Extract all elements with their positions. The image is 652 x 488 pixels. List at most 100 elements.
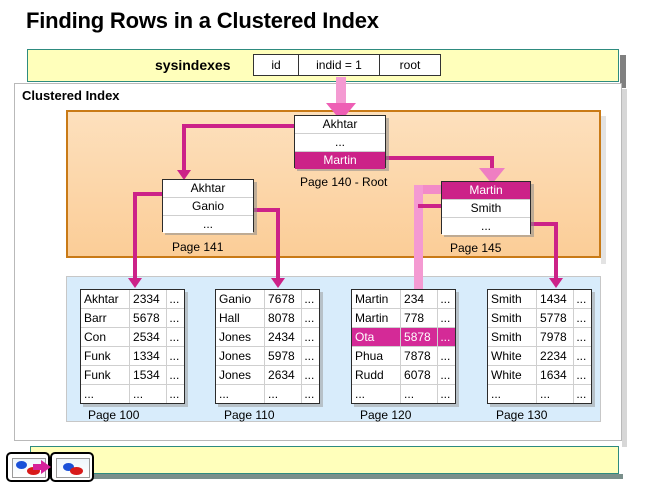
index-node-145-row[interactable]: ... (442, 218, 530, 235)
leaf-cell-value: 1334 (130, 347, 168, 365)
leaf-cell-name: Funk (81, 347, 131, 365)
leaf-cell-more: ... (169, 311, 180, 325)
leaf-cell-more: ... (576, 368, 587, 382)
index-node-141-row[interactable]: Akhtar (163, 180, 253, 198)
leaf-cell-more: ... (576, 387, 587, 401)
index-node-145-row[interactable]: Smith (442, 200, 530, 218)
leaf-cell-name: Smith (488, 309, 538, 327)
leaf-cell-more: ... (304, 349, 315, 363)
slide-thumbnail-icon (56, 458, 90, 478)
bottom-band-shadow (34, 474, 623, 479)
leaf-cell-name: Akhtar (81, 290, 131, 308)
index-node-141-row[interactable]: ... (163, 216, 253, 233)
leaf-cell-value: 1634 (537, 366, 575, 384)
leaf-cell-more: ... (440, 368, 451, 382)
leaf-cell-more: ... (576, 292, 587, 306)
next-slide-button[interactable] (50, 452, 94, 482)
leaf-cell-value: 6078 (401, 366, 439, 384)
leaf-cell-name: Phua (352, 347, 402, 365)
index-node-root-row[interactable]: Akhtar (295, 116, 385, 134)
leaf-cell-name: Ganio (216, 290, 266, 308)
leaf-cell-value: 2634 (265, 366, 303, 384)
index-node-145[interactable]: Martin Smith ... (441, 181, 531, 235)
leaf-cell-name: White (488, 366, 538, 384)
conn-145-smith-horizontal (418, 204, 444, 208)
index-node-root-row-highlighted[interactable]: Martin (295, 152, 385, 169)
index-node-145-row-highlighted[interactable]: Martin (442, 182, 530, 200)
leaf-cell-name: ... (216, 385, 266, 403)
leaf-cell-more: ... (440, 330, 451, 344)
leaf-cell-value: 8078 (265, 309, 303, 327)
leaf-cell-more: ... (169, 387, 180, 401)
index-node-141[interactable]: Akhtar Ganio ... (162, 179, 254, 233)
sysindexes-cell-id: id (253, 54, 299, 76)
index-node-root[interactable]: Akhtar ... Martin (294, 115, 386, 169)
table-row[interactable]: ......... (81, 385, 184, 403)
leaf-cell-value: ... (401, 385, 439, 403)
previous-slide-button[interactable] (6, 452, 50, 482)
leaf-cell-value: 7878 (401, 347, 439, 365)
leaf-cell-more: ... (440, 349, 451, 363)
leaf-cell-value: 1534 (130, 366, 168, 384)
conn-145-to-120-horizontal (414, 185, 442, 194)
conn-145-to-130-vertical (554, 222, 558, 281)
leaf-cell-value: ... (265, 385, 303, 403)
leaf-cell-name: White (488, 347, 538, 365)
leaf-cell-more: ... (440, 292, 451, 306)
leaf-cell-more: ... (440, 311, 451, 325)
leaf-cell-value: 778 (401, 309, 439, 327)
conn-145-to-130-horizontal (529, 222, 558, 226)
leaf-cell-value: 2434 (265, 328, 303, 346)
conn-root-to-141-vertical (182, 124, 186, 172)
leaf-cell-value: 5978 (265, 347, 303, 365)
leaf-cell-value: 234 (401, 290, 439, 308)
table-row[interactable]: ......... (488, 385, 591, 403)
table-row[interactable]: ......... (352, 385, 455, 403)
leaf-cell-more: ... (304, 311, 315, 325)
conn-141-to-100-arrowhead (128, 278, 142, 288)
leaf-cell-more: ... (169, 368, 180, 382)
table-row[interactable]: ......... (216, 385, 319, 403)
clustered-panel-shadow (622, 89, 627, 447)
index-node-root-row[interactable]: ... (295, 134, 385, 152)
nav-arrow-tail-icon (33, 464, 43, 470)
page-label-100: Page 100 (88, 408, 140, 422)
leaf-cell-more: ... (304, 330, 315, 344)
page-label-110: Page 110 (224, 408, 275, 422)
leaf-cell-name: Rudd (352, 366, 402, 384)
leaf-cell-value: 2234 (537, 347, 575, 365)
conn-root-to-145-arrowhead (479, 168, 505, 184)
conn-141-to-110-horizontal (252, 208, 280, 212)
leaf-cell-value: 1434 (537, 290, 575, 308)
leaf-cell-more: ... (576, 349, 587, 363)
leaf-cell-value: ... (130, 385, 168, 403)
conn-145-to-130-arrowhead (549, 278, 563, 288)
leaf-cell-more: ... (440, 387, 451, 401)
index-node-141-row[interactable]: Ganio (163, 198, 253, 216)
